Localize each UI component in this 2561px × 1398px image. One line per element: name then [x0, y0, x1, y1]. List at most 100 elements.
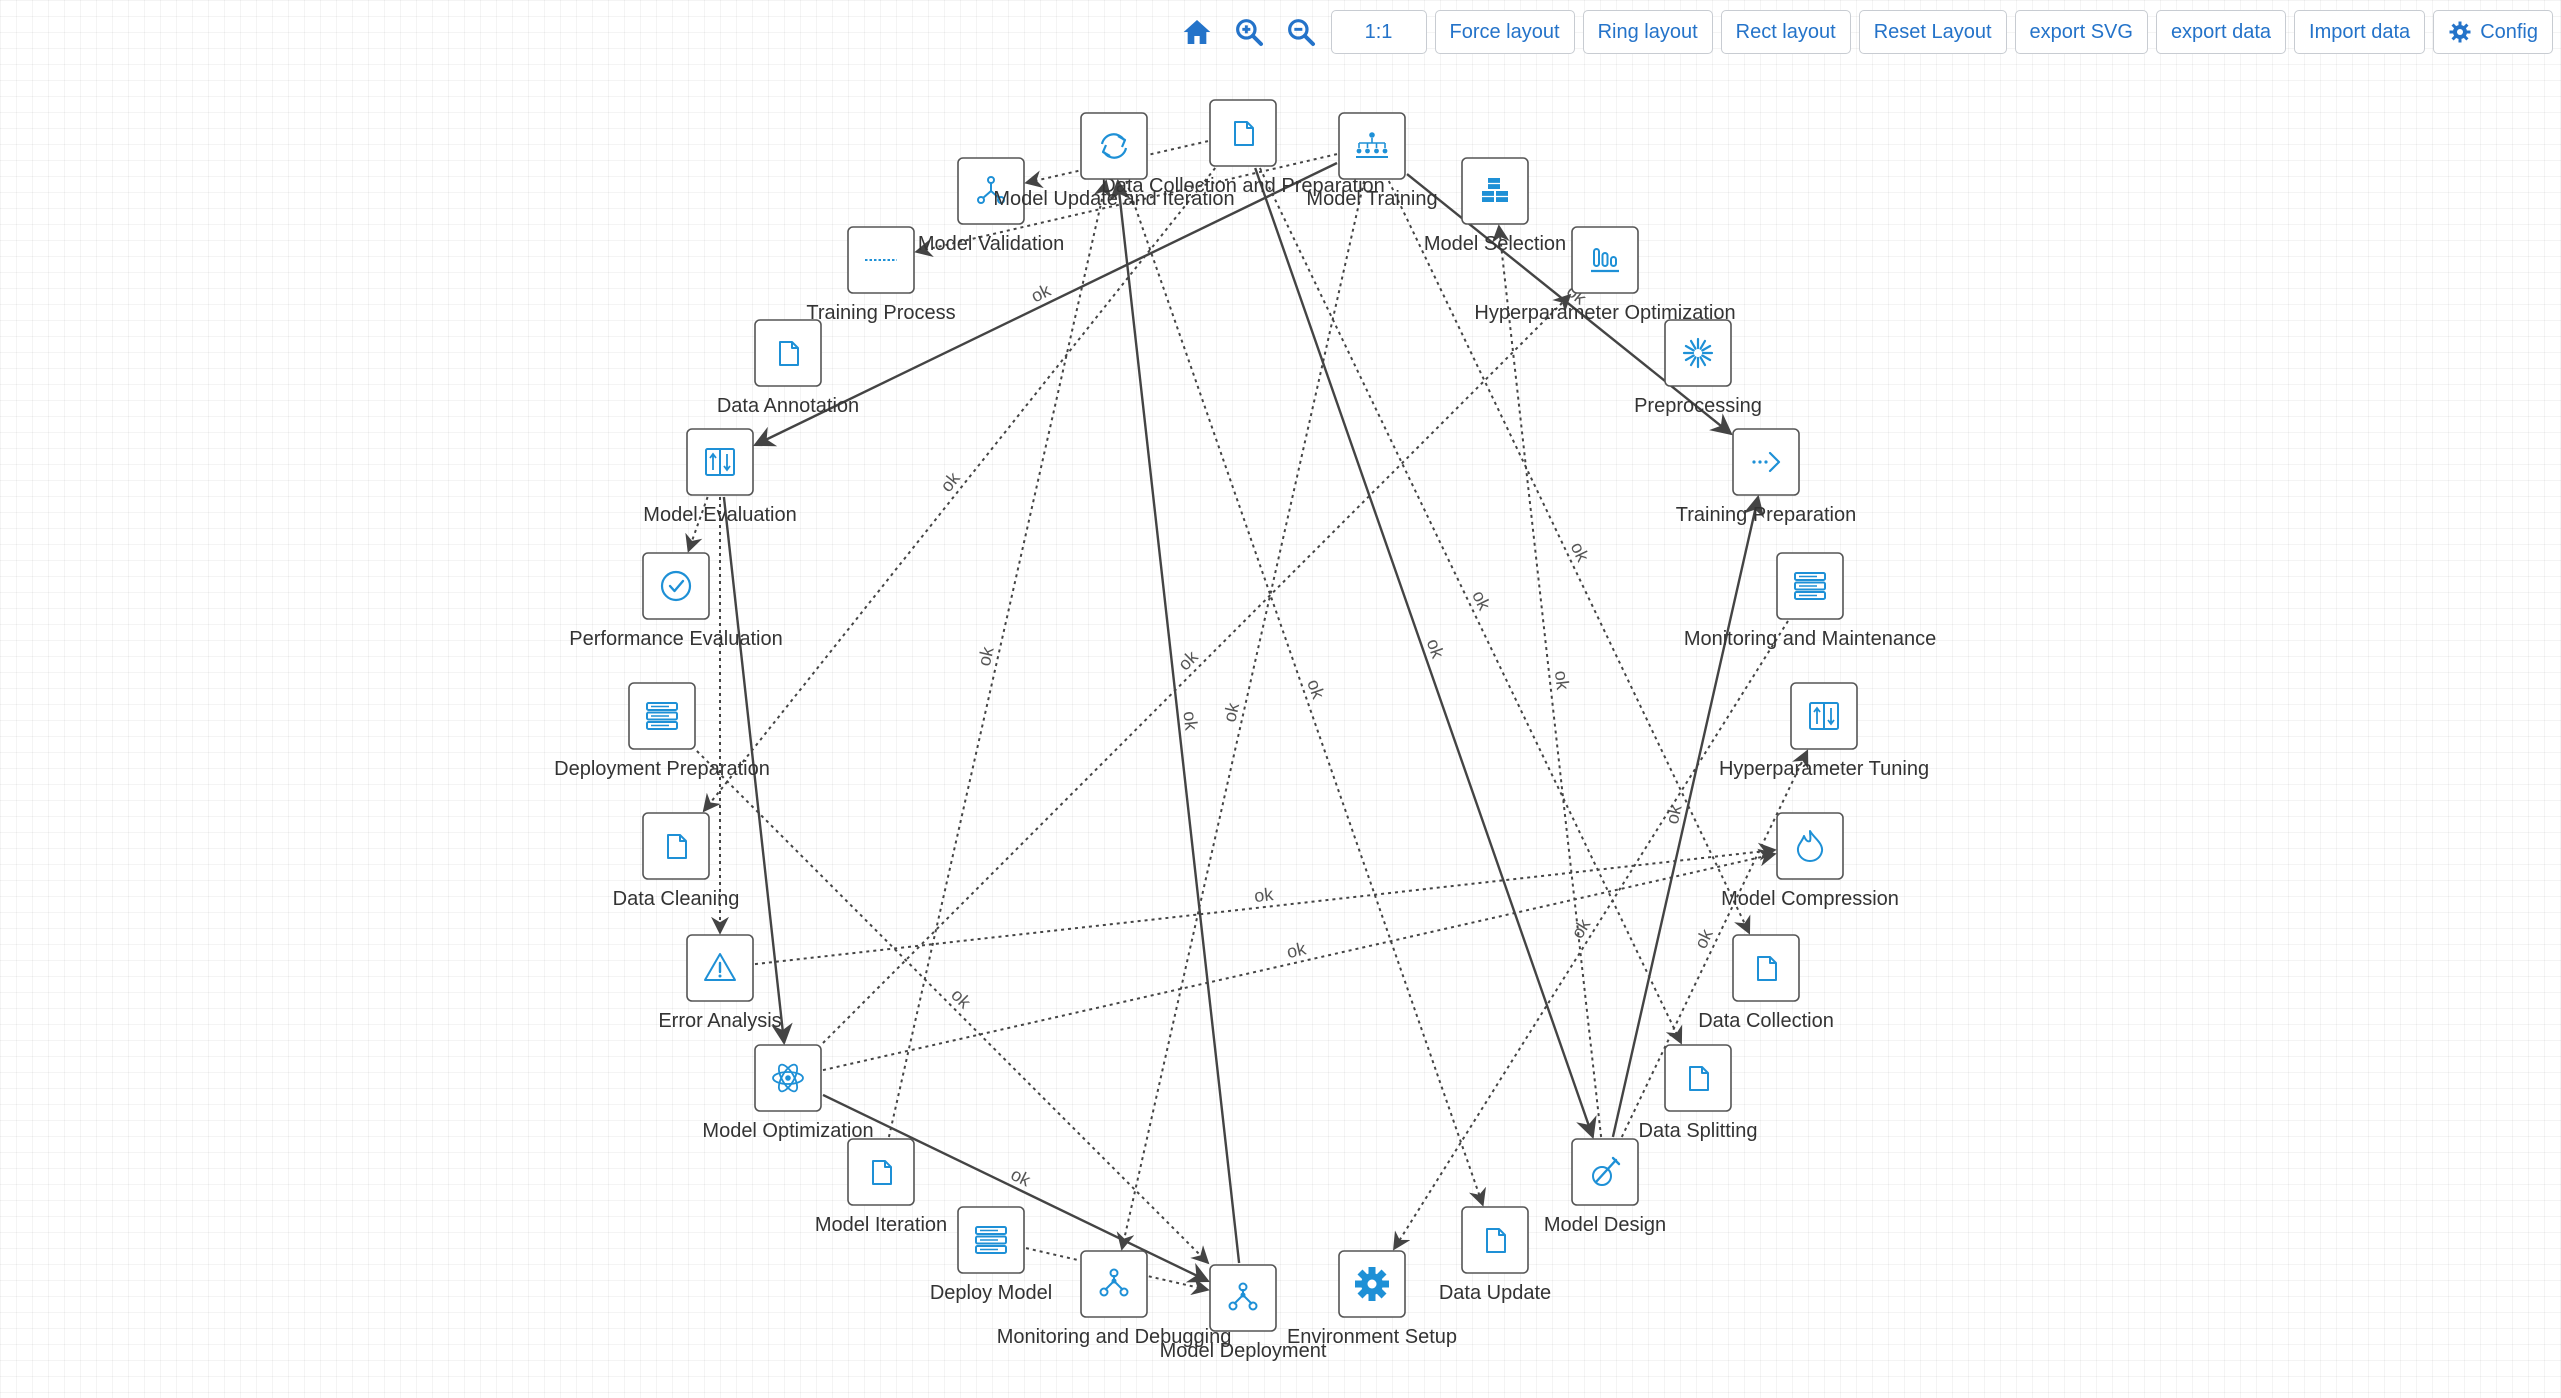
refresh-icon: [1100, 133, 1128, 159]
rect-layout-button[interactable]: Rect layout: [1720, 10, 1851, 54]
node-label: Environment Setup: [1287, 1326, 1457, 1348]
edge-mo-ho[interactable]: ok: [822, 293, 1572, 1044]
node-label: Model Optimization: [702, 1120, 873, 1142]
fire-icon: [1796, 830, 1824, 862]
node-du[interactable]: Data Update: [1439, 1206, 1551, 1304]
brush-icon: [1592, 1156, 1621, 1186]
edge-me-mo[interactable]: [722, 496, 793, 1046]
node-box: [1338, 112, 1406, 180]
reset-layout-button[interactable]: Reset Layout: [1858, 10, 2007, 54]
edge-mo-mc[interactable]: ok: [822, 848, 1777, 1072]
node-label: Training Preparation: [1676, 504, 1856, 526]
edge-line: [1393, 620, 1789, 1251]
node-mdep[interactable]: Model Deployment: [1160, 1264, 1327, 1362]
network-icon: [1099, 1268, 1129, 1297]
edge-mi-mui[interactable]: ok: [887, 179, 1112, 1138]
toolbar: 1:1 Force layout Ring layout Rect layout…: [1175, 10, 2553, 54]
node-me[interactable]: Model Evaluation: [643, 428, 797, 526]
node-label: Training Process: [806, 302, 955, 324]
node-label: Hyperparameter Tuning: [1719, 758, 1929, 780]
home-icon[interactable]: [1175, 10, 1219, 54]
node-ea[interactable]: Error Analysis: [658, 934, 782, 1032]
node-ho[interactable]: Hyperparameter Optimization: [1474, 226, 1736, 324]
bar-chart-icon: [1591, 248, 1619, 273]
edge-md-ms[interactable]: ok: [1491, 224, 1603, 1138]
edge-line: [1125, 180, 1486, 1207]
edge-line: [754, 842, 1777, 966]
node-mi[interactable]: Model Iteration: [815, 1138, 947, 1236]
node-pe[interactable]: Performance Evaluation: [569, 552, 783, 650]
node-ms[interactable]: Model Selection: [1424, 157, 1566, 255]
edge-line: [1491, 224, 1603, 1138]
scale-1-1-button[interactable]: 1:1: [1330, 10, 1427, 54]
cubes-icon: [1482, 178, 1508, 202]
edge-line: [1620, 749, 1809, 1138]
edge-line: [685, 496, 709, 553]
node-mo[interactable]: Model Optimization: [702, 1044, 874, 1142]
edge-mdep-mui[interactable]: ok: [1109, 178, 1241, 1264]
edge-dcp-dcl[interactable]: ok: [702, 167, 1216, 813]
edge-line: [1611, 494, 1765, 1138]
node-mdb[interactable]: Monitoring and Debugging: [997, 1250, 1232, 1348]
file-icon: [872, 1160, 892, 1185]
node-mui[interactable]: Model Update and Iteration: [993, 112, 1235, 210]
hierarchy-icon: [1356, 132, 1388, 158]
ring-layout-button[interactable]: Ring layout: [1582, 10, 1713, 54]
edge-line: [822, 1093, 1210, 1283]
force-layout-button[interactable]: Force layout: [1434, 10, 1575, 54]
import-data-button[interactable]: Import data: [2294, 10, 2426, 54]
node-md[interactable]: Model Design: [1544, 1138, 1666, 1236]
server-icon: [646, 702, 678, 730]
node-dp[interactable]: Deployment Preparation: [554, 682, 770, 780]
node-label: Model Evaluation: [643, 504, 796, 526]
node-dm[interactable]: Deploy Model: [930, 1206, 1052, 1304]
node-trp[interactable]: Training Process: [806, 226, 956, 324]
node-es[interactable]: Environment Setup: [1287, 1250, 1457, 1348]
edge-me-pe[interactable]: [685, 496, 709, 553]
edge-dp-mdep[interactable]: ok: [696, 750, 1210, 1265]
edge-mt-mdb[interactable]: ok: [1116, 180, 1366, 1251]
node-label: Deployment Preparation: [554, 758, 770, 780]
file-icon: [1689, 1066, 1709, 1091]
node-mm[interactable]: Monitoring and Maintenance: [1684, 552, 1936, 650]
swap-icon: [705, 448, 735, 476]
export-svg-button[interactable]: export SVG: [2014, 10, 2148, 54]
edge-mt-trp[interactable]: [914, 153, 1338, 258]
node-ds[interactable]: Data Splitting: [1639, 1044, 1758, 1142]
warning-icon: [704, 953, 736, 981]
file-icon: [667, 834, 687, 859]
edge-label: ok: [947, 985, 975, 1013]
edge-md-tp[interactable]: ok: [1611, 494, 1765, 1138]
zoom-out-icon[interactable]: [1279, 10, 1323, 54]
edge-dcp-ds[interactable]: ok: [1258, 167, 1683, 1045]
node-dc[interactable]: Data Collection: [1698, 934, 1834, 1032]
node-label: Model Update and Iteration: [993, 188, 1234, 210]
node-ht[interactable]: Hyperparameter Tuning: [1719, 682, 1929, 780]
node-mt[interactable]: Model Training: [1306, 112, 1438, 210]
node-dcp[interactable]: Data Collection and Preparation: [1101, 99, 1385, 197]
node-box: [1664, 1044, 1732, 1112]
edge-line: [822, 293, 1572, 1044]
node-box: [642, 812, 710, 880]
node-da[interactable]: Data Annotation: [717, 319, 859, 417]
node-label: Monitoring and Debugging: [997, 1326, 1232, 1348]
edge-mui-du[interactable]: ok: [1125, 180, 1486, 1207]
node-tp[interactable]: Training Preparation: [1676, 428, 1856, 526]
node-mc[interactable]: Model Compression: [1721, 812, 1899, 910]
file-icon: [1234, 121, 1254, 146]
edge-line: [887, 179, 1112, 1138]
node-pre[interactable]: Preprocessing: [1634, 319, 1762, 417]
node-mv[interactable]: Model Validation: [918, 157, 1064, 255]
edge-line: [1254, 167, 1597, 1140]
edge-ea-mc[interactable]: ok: [754, 842, 1777, 966]
export-data-button[interactable]: export data: [2155, 10, 2287, 54]
node-label: Error Analysis: [658, 1010, 781, 1032]
node-label: Performance Evaluation: [569, 628, 782, 650]
server-icon: [1794, 572, 1826, 600]
zoom-in-icon[interactable]: [1227, 10, 1271, 54]
config-button[interactable]: Config: [2433, 10, 2553, 54]
gear-icon: [2449, 21, 2471, 43]
node-dcl[interactable]: Data Cleaning: [613, 812, 740, 910]
edge-label: ok: [1219, 700, 1243, 724]
